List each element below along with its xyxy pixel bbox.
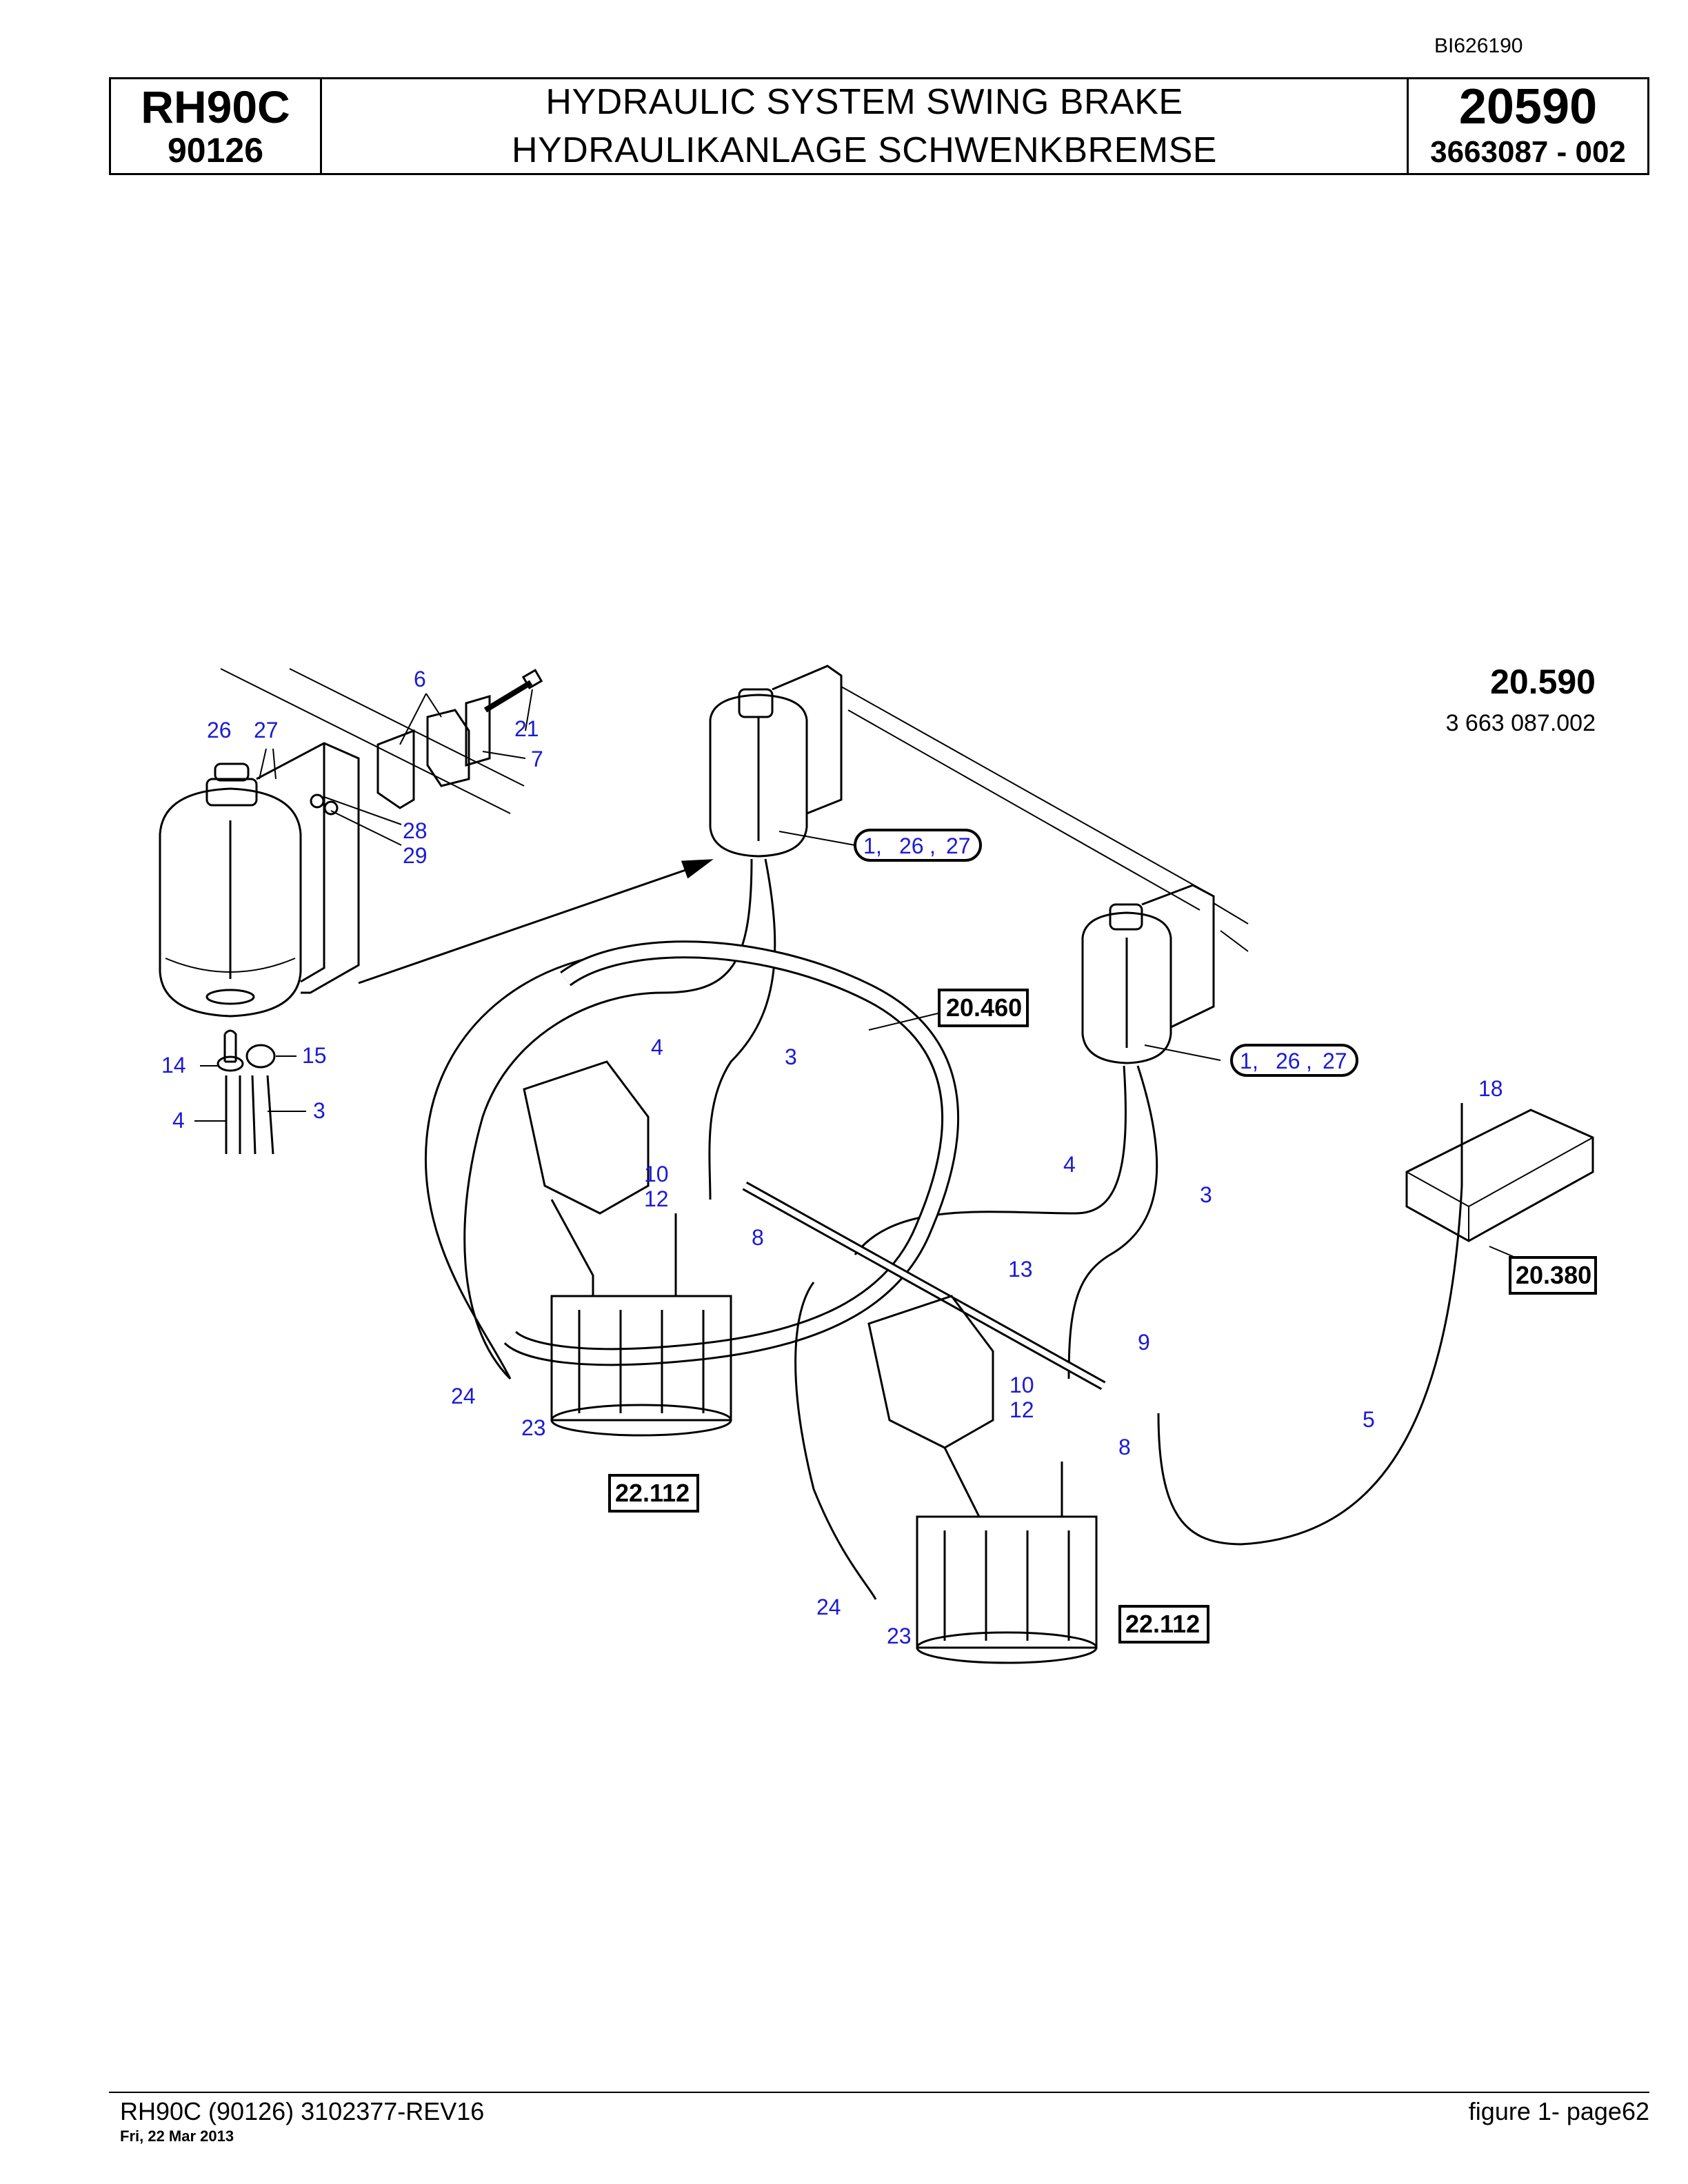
callout-6: 6: [414, 667, 426, 691]
svg-text:22.112: 22.112: [615, 1479, 690, 1507]
serial-number: 90126: [167, 131, 264, 170]
title-block: RH90C 90126 HYDRAULIC SYSTEM SWING BRAKE…: [109, 77, 1649, 175]
callout-21: 21: [514, 716, 539, 741]
swing-drive-left: [523, 1060, 732, 1437]
callout-9: 9: [1138, 1330, 1150, 1355]
svg-text:27: 27: [1323, 1049, 1347, 1073]
callout-3-right: 3: [1200, 1182, 1212, 1207]
main-reservoir-upper: [709, 665, 1214, 911]
callout-28: 28: [403, 818, 428, 843]
hoses: [424, 858, 1463, 1600]
section-ref-22112-right: 22.112: [1118, 1605, 1209, 1644]
callout-group-upper: 1 , 26 , 27: [854, 829, 982, 862]
svg-text:22.112: 22.112: [1125, 1610, 1200, 1638]
clamp-detail: [220, 668, 543, 814]
section-number: 20590: [1458, 79, 1598, 134]
callout-29: 29: [403, 843, 428, 868]
title-english: HYDRAULIC SYSTEM SWING BRAKE: [545, 82, 1183, 122]
section-cell: 20590 3663087 - 002: [1409, 79, 1647, 173]
section-ref-20380: 20.380: [1509, 1256, 1597, 1295]
callout-23: 23: [521, 1415, 546, 1440]
section-ref-20460: 20.460: [938, 989, 1029, 1027]
callout-12: 12: [644, 1186, 669, 1211]
callout-4: 4: [651, 1035, 663, 1060]
callout-4-detail: 4: [172, 1108, 185, 1133]
callout-labels: 6 26 27 21 7 28 29 14 15 4 3 4 3 10 12 8…: [161, 667, 1503, 1648]
svg-text:1: 1: [1240, 1049, 1252, 1073]
svg-text:,: ,: [930, 833, 936, 858]
swing-drive-right: [867, 1295, 1098, 1664]
svg-text:20.460: 20.460: [946, 993, 1022, 1022]
document-id: BI626190: [1434, 34, 1523, 57]
svg-text:26: 26: [1276, 1049, 1300, 1073]
callout-3-detail: 3: [313, 1098, 325, 1123]
svg-text:20.380: 20.380: [1516, 1261, 1591, 1289]
svg-text:1: 1: [863, 833, 876, 858]
callout-24: 24: [451, 1384, 476, 1408]
callout-26: 26: [207, 718, 232, 742]
callout-4-right: 4: [1063, 1152, 1076, 1177]
main-reservoir-right: [1081, 884, 1249, 1064]
callout-7: 7: [531, 747, 543, 771]
svg-text:,: ,: [1306, 1049, 1312, 1073]
section-ref-22112-left: 22.112: [608, 1474, 699, 1513]
callout-8-right: 8: [1118, 1435, 1131, 1459]
model-cell: RH90C 90126: [111, 79, 322, 173]
footer-rule: [109, 2092, 1649, 2093]
svg-text:,: ,: [1252, 1049, 1258, 1073]
figure-number: 20.590: [1490, 663, 1596, 701]
title-german: HYDRAULIKANLAGE SCHWENKBREMSE: [512, 130, 1217, 170]
callout-3: 3: [785, 1044, 797, 1069]
svg-text:26: 26: [899, 833, 924, 858]
callout-10: 10: [644, 1162, 669, 1186]
callout-24-right: 24: [816, 1595, 841, 1619]
callout-14: 14: [161, 1053, 186, 1078]
callout-group-right: 1 , 26 , 27: [1230, 1044, 1358, 1077]
callout-15: 15: [302, 1043, 327, 1068]
callout-23-right: 23: [887, 1624, 912, 1648]
tray: [1405, 1109, 1594, 1242]
callout-18: 18: [1478, 1076, 1503, 1101]
svg-text:27: 27: [946, 833, 971, 858]
svg-text:,: ,: [876, 833, 882, 858]
callout-13: 13: [1008, 1257, 1033, 1282]
callout-12-right: 12: [1009, 1397, 1034, 1422]
title-cell: HYDRAULIC SYSTEM SWING BRAKE HYDRAULIKAN…: [322, 79, 1409, 173]
model-name: RH90C: [141, 81, 290, 132]
figure-part-number: 3 663 087.002: [1445, 710, 1596, 736]
footer-document-ref: RH90C (90126) 3102377-REV16: [120, 2097, 485, 2125]
header-part-number: 3663087 - 002: [1430, 135, 1626, 169]
footer-date: Fri, 22 Mar 2013: [120, 2127, 234, 2145]
callout-27: 27: [254, 718, 279, 742]
callout-5: 5: [1363, 1407, 1375, 1432]
callout-10-right: 10: [1009, 1373, 1034, 1397]
footer-page: figure 1- page62: [1468, 2097, 1649, 2125]
callout-8: 8: [752, 1225, 764, 1250]
reservoir-detail: [159, 742, 360, 1155]
